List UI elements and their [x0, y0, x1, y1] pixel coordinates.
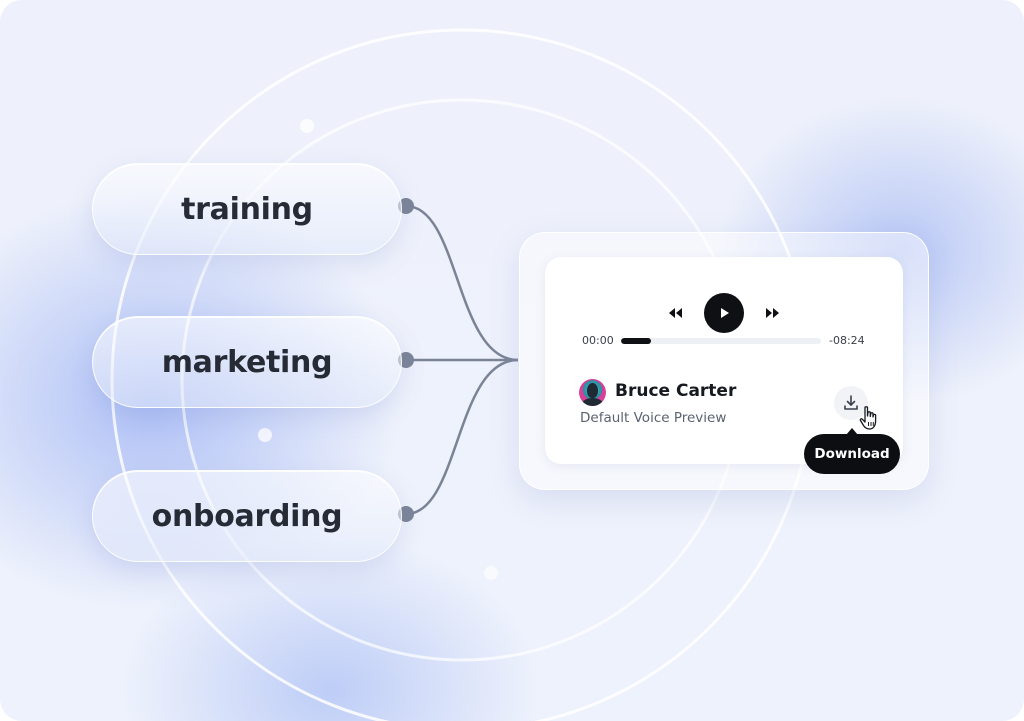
category-label: onboarding	[151, 498, 343, 534]
category-pill-marketing[interactable]: marketing	[92, 316, 402, 408]
rewind-icon	[669, 308, 682, 318]
voice-description: Default Voice Preview	[580, 410, 727, 426]
play-button[interactable]	[704, 293, 744, 333]
download-button[interactable]	[834, 386, 868, 420]
download-tooltip: Download	[804, 434, 900, 474]
connector-lines	[398, 198, 519, 522]
elapsed-time: 00:00	[582, 334, 614, 347]
fast-forward-icon	[766, 308, 779, 318]
play-icon	[721, 308, 729, 318]
voice-preview-card	[545, 257, 903, 464]
tooltip-arrow	[846, 428, 858, 435]
download-icon	[844, 395, 858, 410]
category-label: marketing	[161, 344, 333, 380]
category-label: training	[181, 191, 313, 227]
progress-fill	[621, 338, 651, 344]
tooltip-label: Download	[814, 446, 890, 462]
avatar-face	[587, 383, 598, 398]
category-pill-onboarding[interactable]: onboarding	[92, 470, 402, 562]
voice-name: Bruce Carter	[615, 381, 737, 401]
category-pill-training[interactable]: training	[92, 163, 402, 255]
avatar-shoulders	[582, 398, 603, 406]
remaining-time: -08:24	[829, 334, 865, 347]
avatar	[579, 379, 606, 406]
progress-track[interactable]	[621, 338, 821, 344]
hand-pointer-icon	[859, 406, 877, 430]
rewind-button[interactable]	[666, 305, 686, 321]
fast-forward-button[interactable]	[762, 305, 782, 321]
